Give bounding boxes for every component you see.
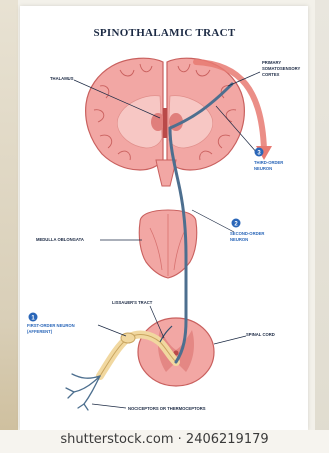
first-order-label-2: (AFFERENT) — [27, 329, 53, 334]
medulla-oblongata — [139, 210, 197, 278]
third-order-label-2: NEURON — [254, 166, 272, 171]
thalamus-label: THALAMUS — [50, 76, 74, 81]
receptors-label: NOCICEPTORS OR THERMOCEPTORS — [128, 406, 206, 411]
cortex-label-3: CORTEX — [262, 72, 280, 77]
first-order-badge: 1 — [29, 313, 38, 322]
first-order-label-1: FIRST-ORDER NEURON — [27, 323, 75, 328]
third-order-label-1: THIRD-ORDER — [254, 160, 283, 165]
spinal-cord-label: SPINAL CORD — [246, 332, 275, 337]
ventricle — [163, 108, 167, 138]
cortex-label-2: SOMATOSENSORY — [262, 66, 301, 71]
medulla-label: MEDULLA OBLONGATA — [36, 237, 84, 242]
thalamus-body — [151, 113, 165, 131]
third-order-badge: 3 — [255, 148, 264, 157]
spinal-cord-section — [138, 318, 214, 386]
second-order-label-2: NEURON — [230, 237, 248, 242]
second-order-label-1: SECOND-ORDER — [230, 231, 264, 236]
brain-section — [86, 58, 245, 186]
lissauer-label: LISSAUER'S TRACT — [112, 300, 153, 305]
watermark-text: shutterstock.com · 2406219179 — [0, 432, 329, 447]
cortex-label-1: PRIMARY — [262, 60, 281, 65]
second-order-badge: 2 — [232, 219, 241, 228]
